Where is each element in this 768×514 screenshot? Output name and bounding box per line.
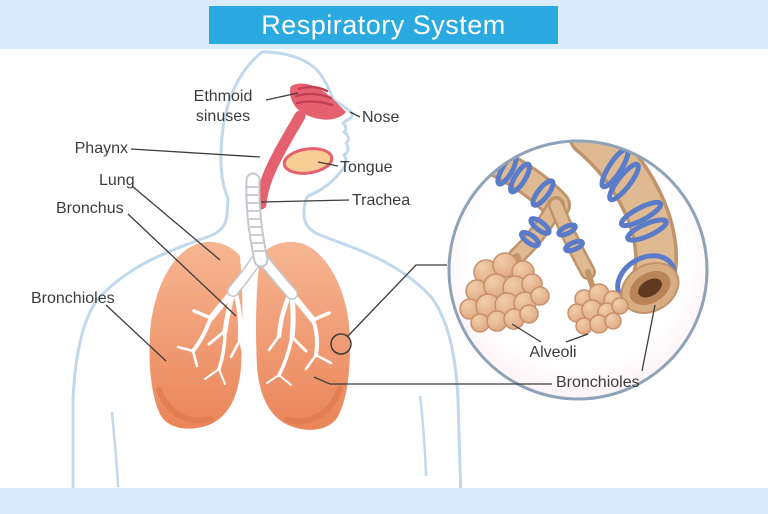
inset-contents xyxy=(455,141,680,335)
ethmoid-sinuses xyxy=(294,85,334,107)
respiratory-organs xyxy=(149,83,350,430)
tongue xyxy=(282,147,334,175)
left-lung-shade xyxy=(156,387,214,424)
right-arm-crease xyxy=(418,395,428,477)
pointer-lines xyxy=(105,92,656,385)
alveoli-cluster-right xyxy=(567,283,629,335)
page-title: Respiratory System xyxy=(261,9,506,40)
magnifier-circle xyxy=(330,333,352,355)
right-lung-shade xyxy=(284,385,343,425)
nose-pointer xyxy=(349,111,361,118)
inset-bronchioles-pointer xyxy=(641,304,656,372)
label-inset-bronchioles: Bronchioles xyxy=(556,374,640,391)
label-pharynx: Phaynx xyxy=(74,140,128,157)
inset-border xyxy=(447,139,709,401)
lung-pointer xyxy=(131,185,221,261)
pharynx-pointer xyxy=(130,148,261,158)
trachea-rings xyxy=(247,186,265,252)
label-ethmoid-sinuses: Ethmoid sinuses xyxy=(193,88,253,125)
label-bronchus: Bronchus xyxy=(56,200,124,217)
bottom-band xyxy=(0,488,768,514)
trachea-pointer xyxy=(260,199,350,203)
left-lung xyxy=(149,241,243,429)
label-bronchioles: Bronchioles xyxy=(31,290,115,307)
tongue-pointer xyxy=(317,161,339,167)
ethmoid-pointer xyxy=(265,92,299,101)
title-banner: Respiratory System xyxy=(209,6,558,44)
alveoli-pointer-right xyxy=(565,333,589,343)
magnified-inset xyxy=(447,139,709,401)
bronchioles-pointer xyxy=(105,304,167,362)
label-tongue: Tongue xyxy=(340,159,393,176)
alveoli-pointer-left xyxy=(511,323,542,343)
label-trachea: Trachea xyxy=(352,192,411,209)
pharynx xyxy=(255,110,306,210)
label-nose: Nose xyxy=(362,109,400,126)
left-arm-crease xyxy=(110,411,120,488)
magnifier-connector xyxy=(347,264,447,337)
trachea xyxy=(245,172,269,268)
bronchus-pointer xyxy=(127,213,237,317)
bronchioles-long-pointer xyxy=(313,376,552,385)
alveoli-cluster-left xyxy=(459,252,550,333)
label-inset-alveoli: Alveoli xyxy=(529,344,577,361)
label-lung: Lung xyxy=(99,172,135,189)
